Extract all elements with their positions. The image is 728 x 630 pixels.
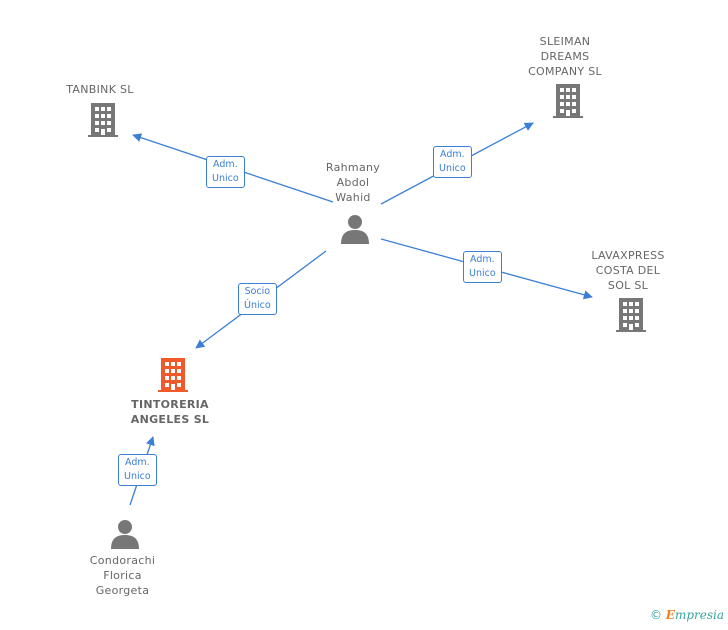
icons-group (88, 84, 646, 549)
tanbink-building-icon[interactable] (88, 103, 118, 137)
rahmany-person-icon[interactable] (341, 215, 369, 244)
edge-label-tanbink: Adm. Unico (206, 156, 245, 188)
edge-label-sleiman: Adm. Unico (433, 146, 472, 178)
node-label-rahmany[interactable]: Rahmany Abdol Wahid (325, 161, 381, 204)
node-label-tintoreria[interactable]: TINTORERIA ANGELES SL (130, 398, 210, 426)
edge-label-tintoreria: Socio Único (238, 283, 277, 315)
copyright-icon: © (649, 608, 662, 622)
tintoreria-building-icon[interactable] (158, 358, 188, 392)
node-label-lavaxpress[interactable]: LAVAXPRESS COSTA DEL SOL SL (591, 249, 665, 292)
sleiman-building-icon[interactable] (553, 84, 583, 118)
lavaxpress-building-icon[interactable] (616, 298, 646, 332)
condorachi-person-icon[interactable] (111, 520, 139, 549)
edge-label-lavaxpress: Adm. Unico (463, 251, 502, 283)
edge-label-condorachi: Adm. Unico (118, 454, 157, 486)
node-label-sleiman[interactable]: SLEIMAN DREAMS COMPANY SL (528, 35, 602, 78)
node-label-tanbink[interactable]: TANBINK SL (66, 83, 134, 96)
brand-name: mpresia (674, 608, 724, 622)
brand-initial: E (665, 608, 675, 622)
node-label-condorachi[interactable]: Condorachi Florica Georgeta (89, 554, 156, 597)
empresia-watermark[interactable]: © Empresia (650, 608, 724, 622)
